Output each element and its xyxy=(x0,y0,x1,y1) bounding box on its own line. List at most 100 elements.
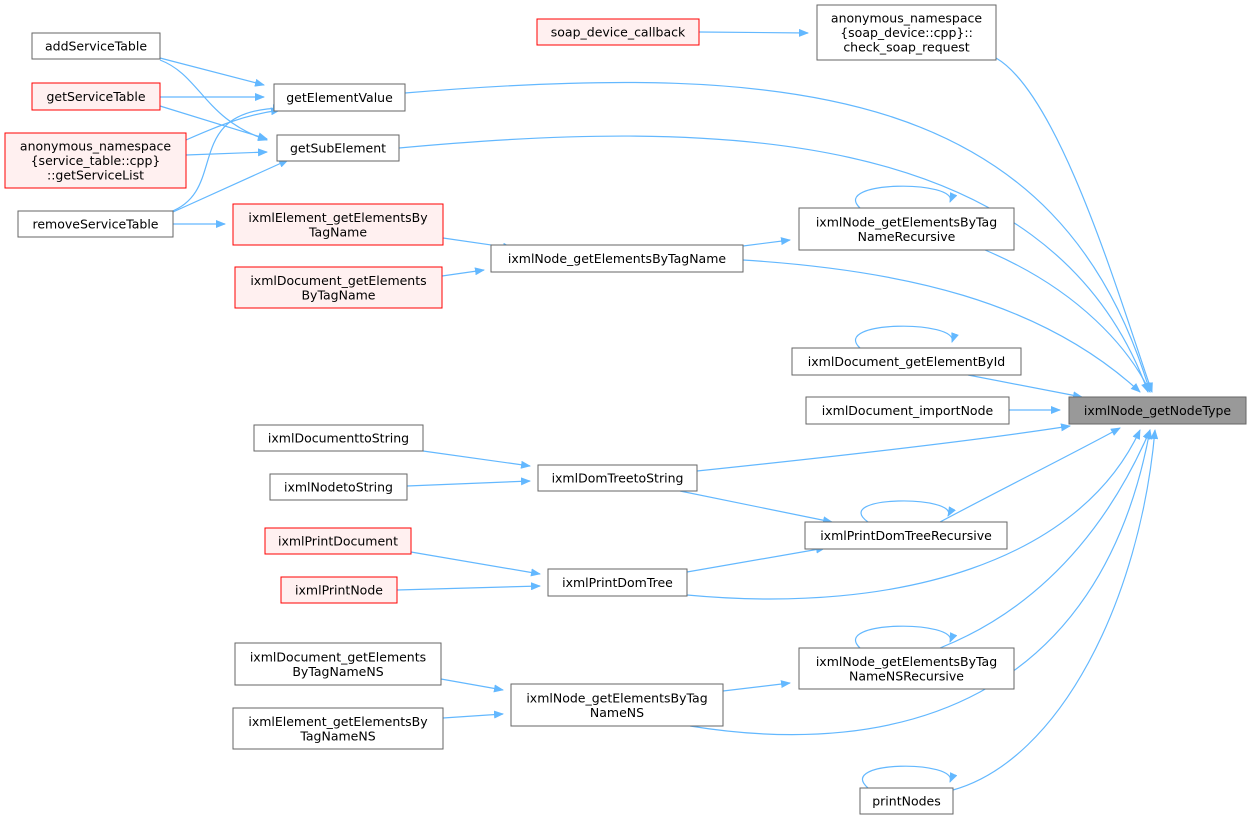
node-elemByTag[interactable]: ixmlElement_getElementsByTagName xyxy=(232,203,444,246)
node-docById[interactable]: ixmlDocument_getElementById xyxy=(791,347,1022,376)
edge-nodeToStr-to-domToStr xyxy=(406,477,531,487)
node-label-line: NameRecursive xyxy=(858,229,956,244)
node-nodeToStr[interactable]: ixmlNodetoString xyxy=(269,473,408,501)
node-printDoc[interactable]: ixmlPrintDocument xyxy=(264,527,412,555)
node-label-line: getSubElement xyxy=(290,141,386,156)
node-label-line: soap_device_callback xyxy=(551,25,686,40)
node-label-line: ::getServiceList xyxy=(47,168,144,183)
node-label-line: anonymous_namespace xyxy=(20,139,171,154)
node-box xyxy=(17,210,174,238)
node-box xyxy=(276,134,400,162)
edge-printNodes-to-focus xyxy=(952,429,1159,791)
node-label-line: ixmlPrintDocument xyxy=(278,534,398,549)
node-getSE[interactable]: getSubElement xyxy=(276,134,400,162)
edge-getSL-to-getSE xyxy=(185,148,268,157)
nodes-layer: ixmlNode_getNodeType soap_device_callback… xyxy=(4,4,1247,815)
node-label-line: ixmlDocument_getElementById xyxy=(808,354,1005,369)
edge-printDom-to-printDomRec xyxy=(686,545,826,573)
node-box xyxy=(798,647,1015,690)
edge-docById-to-focus xyxy=(967,374,1083,400)
node-label-line: {soap_device::cpp}:: xyxy=(840,25,973,40)
node-addST[interactable]: addServiceTable xyxy=(31,32,161,60)
edge-printDoc-to-printDom xyxy=(410,551,541,577)
node-label-line: TagNameNS xyxy=(299,728,375,743)
node-box xyxy=(816,4,997,61)
edge-printDom-to-focus xyxy=(686,429,1141,600)
node-box xyxy=(273,83,406,112)
edge-nodeByTag-to-nodeByTagRec xyxy=(742,237,791,247)
node-box xyxy=(791,347,1022,376)
edge-domToStr-to-printDomRec xyxy=(679,490,833,525)
node-label-line: getServiceTable xyxy=(46,89,145,104)
node-label-line: check_soap_request xyxy=(843,40,969,55)
edge-nodeByTagRec-to-nodeByTagRec xyxy=(855,185,958,209)
node-box xyxy=(547,568,688,597)
edge-getSE-to-focus xyxy=(398,135,1149,393)
node-docByTag[interactable]: ixmlDocument_getElementsByTagName xyxy=(234,266,443,309)
node-docImport[interactable]: ixmlDocument_importNode xyxy=(805,396,1010,425)
node-printDomRec[interactable]: ixmlPrintDomTreeRecursive xyxy=(804,521,1008,550)
node-label-line: TagName xyxy=(308,224,367,239)
node-printDom[interactable]: ixmlPrintDomTree xyxy=(547,568,688,597)
node-removeST[interactable]: removeServiceTable xyxy=(17,210,174,238)
node-box xyxy=(859,787,954,815)
node-label-line: ixmlNode_getElementsByTag xyxy=(816,214,997,229)
node-label-line: ixmlNode_getElementsByTag xyxy=(526,690,707,705)
node-docToStr[interactable]: ixmlDocumenttoString xyxy=(253,424,424,452)
node-soap_cb[interactable]: soap_device_callback xyxy=(536,18,700,46)
node-box xyxy=(490,244,744,273)
node-label-line: anonymous_namespace xyxy=(831,11,982,26)
node-box xyxy=(31,82,161,111)
node-label-line: ByTagName xyxy=(301,287,375,302)
edge-printDomRec-to-focus xyxy=(939,427,1121,523)
node-domToStr[interactable]: ixmlDomTreetoString xyxy=(537,464,698,492)
node-box xyxy=(4,132,187,189)
edge-nodeByTag-to-focus xyxy=(742,259,1141,393)
node-box xyxy=(234,266,443,309)
node-label-line: ixmlDomTreetoString xyxy=(552,471,684,486)
node-check_soap[interactable]: anonymous_namespace{soap_device::cpp}::c… xyxy=(816,4,997,61)
edge-docToStr-to-domToStr xyxy=(422,450,531,469)
node-label-line: {service_table::cpp} xyxy=(31,153,161,168)
node-getEV[interactable]: getElementValue xyxy=(273,83,406,112)
edge-docById-to-docById xyxy=(855,325,959,349)
node-box xyxy=(804,521,1008,550)
node-box xyxy=(269,473,408,501)
node-box xyxy=(798,207,1015,251)
node-label-line: ixmlPrintDomTreeRecursive xyxy=(820,528,992,543)
node-nodeByTag[interactable]: ixmlNode_getElementsByTagName xyxy=(490,244,744,273)
edge-elemByTagNS-to-nodeByTagNS xyxy=(442,710,504,719)
edge-removeST-to-getSE xyxy=(172,159,289,213)
node-focus[interactable]: ixmlNode_getNodeType xyxy=(1068,396,1247,425)
node-getSL[interactable]: anonymous_namespace{service_table::cpp}:… xyxy=(4,132,187,189)
node-box xyxy=(280,576,398,604)
edge-printNode-to-printDom xyxy=(396,582,541,591)
edge-nodeByTagNS-to-nodeByTagNSRec xyxy=(722,680,791,692)
node-printNode[interactable]: ixmlPrintNode xyxy=(280,576,398,604)
node-label-line: ixmlNode_getNodeType xyxy=(1084,403,1232,418)
node-label-line: ixmlPrintNode xyxy=(295,583,383,598)
edge-nodeByTagNS-to-focus xyxy=(689,429,1153,736)
edge-nodeByTagNSRec-to-nodeByTagNSRec xyxy=(855,625,958,649)
node-label-line: printNodes xyxy=(872,794,941,809)
node-label-line: ixmlDocument_getElements xyxy=(250,649,426,664)
node-label-line: ixmlNode_getElementsByTag xyxy=(816,654,997,669)
node-box xyxy=(536,18,700,46)
edge-domToStr-to-focus xyxy=(696,423,1071,472)
node-getST[interactable]: getServiceTable xyxy=(31,82,161,111)
node-box xyxy=(1068,396,1247,425)
edge-addST-to-getEV xyxy=(159,57,265,87)
edge-soap_cb-to-check_soap xyxy=(698,28,809,37)
node-printNodes[interactable]: printNodes xyxy=(859,787,954,815)
node-label-line: ixmlElement_getElementsBy xyxy=(248,210,428,225)
node-box xyxy=(510,683,724,727)
node-label-line: ixmlNode_getElementsByTagName xyxy=(508,251,727,266)
node-box xyxy=(234,642,442,686)
edge-getEV-to-focus xyxy=(404,81,1152,393)
edge-check_soap-to-focus xyxy=(995,57,1153,393)
